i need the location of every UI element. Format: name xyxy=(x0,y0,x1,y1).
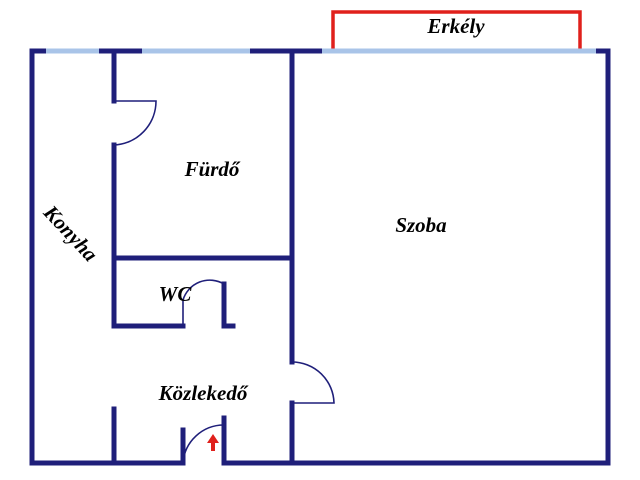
balcony-outline xyxy=(331,10,582,51)
balcony-label: Erkély xyxy=(426,14,485,38)
hallway-label: Közlekedő xyxy=(158,381,249,405)
bathroom-label: Fürdő xyxy=(184,157,241,181)
kitchen-label: Konyha xyxy=(38,200,102,267)
bathroom-door-swing xyxy=(113,100,157,146)
entrance-door-swing xyxy=(182,424,225,464)
entrance-arrow-icon xyxy=(207,434,219,451)
doors xyxy=(113,100,335,464)
room-label: Szoba xyxy=(395,213,446,237)
toilet-label: WC xyxy=(159,282,193,306)
room-door-swing xyxy=(291,361,335,404)
inner-walls xyxy=(111,48,295,466)
wc-door-swing xyxy=(182,279,225,326)
